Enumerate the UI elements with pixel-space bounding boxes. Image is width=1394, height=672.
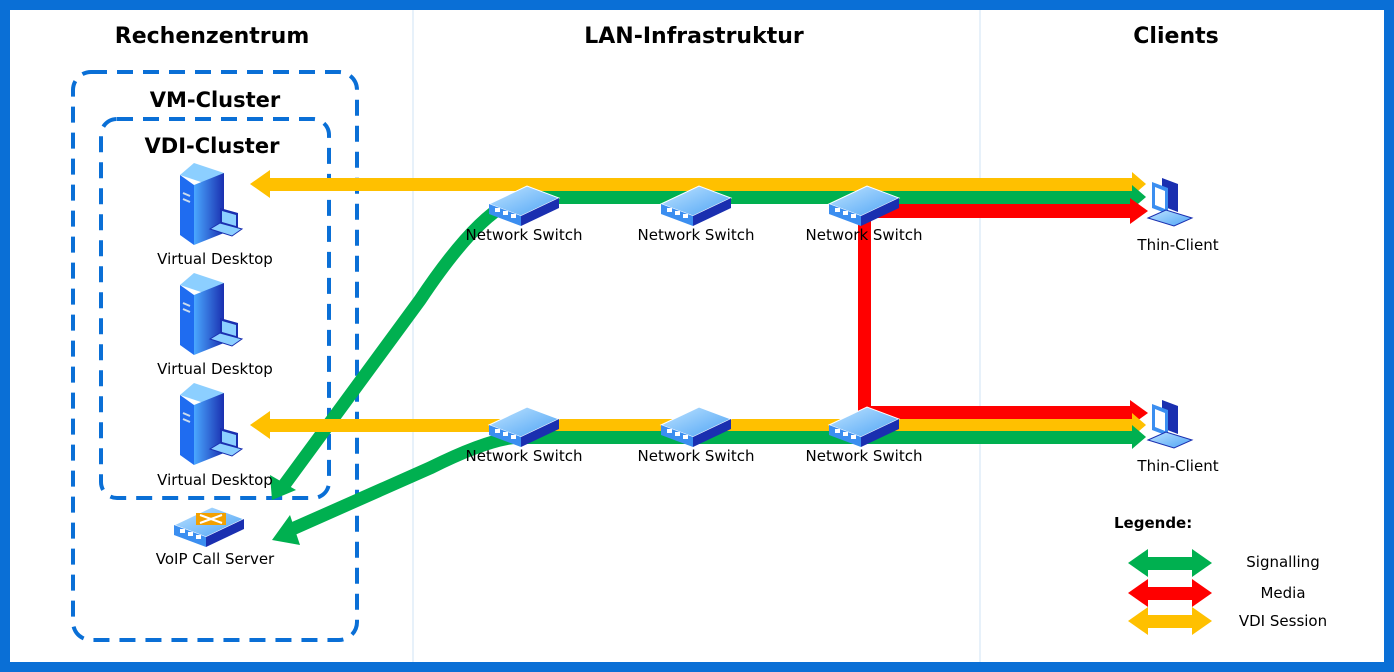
- legend-title: Legende:: [1114, 514, 1193, 532]
- virtual-desktop-label: Virtual Desktop: [157, 471, 273, 489]
- thin-client-icon: [1147, 177, 1193, 227]
- virtual-desktop-label: Virtual Desktop: [157, 250, 273, 268]
- switch-label: Network Switch: [637, 447, 755, 465]
- vdi-cluster-box: [99, 117, 331, 500]
- switch-label: Network Switch: [465, 447, 583, 465]
- thin-client-label: Thin-Client: [1137, 236, 1219, 254]
- column-header-rechenzentrum: Rechenzentrum: [114, 24, 310, 49]
- media-link: [858, 198, 1148, 426]
- voip-server-icon: [173, 506, 245, 548]
- virtual-desktop-icon: [179, 272, 243, 356]
- legend-label-media: Media: [1260, 584, 1306, 602]
- legend-arrow-media: [1128, 579, 1212, 607]
- column-header-clients: Clients: [1133, 24, 1219, 49]
- thin-client-icon: [1147, 399, 1193, 449]
- switch-label: Network Switch: [465, 226, 583, 244]
- voip-server-label: VoIP Call Server: [155, 550, 275, 568]
- virtual-desktop-label: Virtual Desktop: [157, 360, 273, 378]
- switch-label: Network Switch: [637, 226, 755, 244]
- legend-arrow-signalling: [1128, 549, 1212, 577]
- vdi-cluster-label: VDI-Cluster: [144, 134, 280, 158]
- virtual-desktop-icon: [179, 382, 243, 466]
- vm-cluster-box: [71, 70, 359, 642]
- legend-label-vdi-session: VDI Session: [1238, 612, 1328, 630]
- legend-label-signalling: Signalling: [1246, 553, 1320, 571]
- column-header-lan: LAN-Infrastruktur: [584, 24, 804, 49]
- signalling-link-bottom: [272, 425, 1146, 545]
- legend-arrow-vdi-session: [1128, 607, 1212, 635]
- switch-label: Network Switch: [805, 447, 923, 465]
- switch-label: Network Switch: [805, 226, 923, 244]
- thin-client-label: Thin-Client: [1137, 457, 1219, 475]
- virtual-desktop-icon: [179, 162, 243, 246]
- vm-cluster-label: VM-Cluster: [149, 88, 281, 112]
